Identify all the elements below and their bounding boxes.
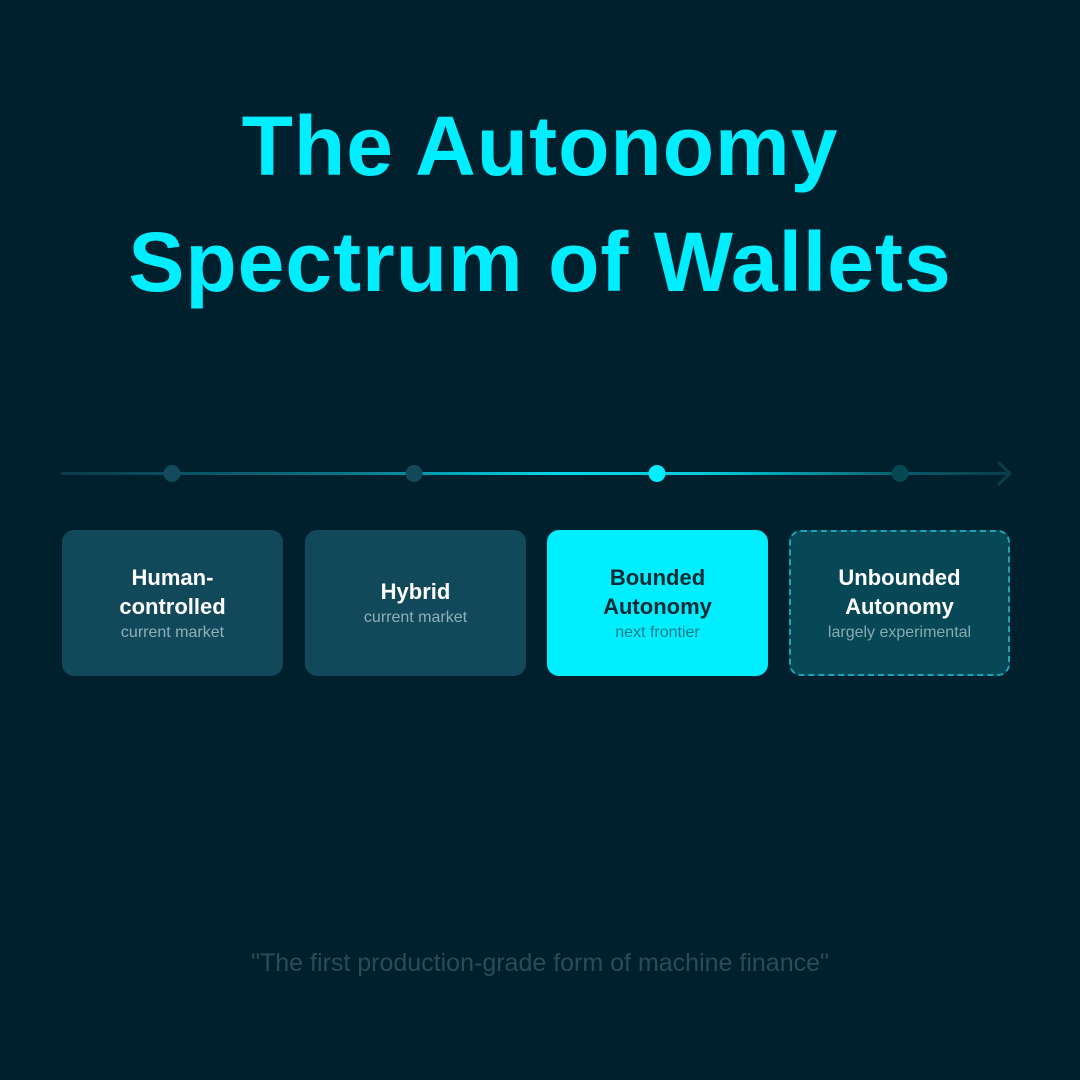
stage-name: Human- controlled [119,563,225,621]
timeline-marker-4 [891,465,909,482]
stage-name: Bounded Autonomy [603,563,712,621]
stage-note: next frontier [615,623,700,641]
stage-card-human-controlled: Human- controlled current market [62,530,283,676]
stage-note: current market [363,609,468,626]
footer-quote: "The first production-grade form of mach… [251,949,829,977]
stage-name-line-1: Human- [131,564,214,590]
stage-name: Unbounded Autonomy [838,563,960,621]
stage-card-bounded-autonomy: Bounded Autonomy next frontier [547,530,768,676]
timeline-graphic [60,461,1012,486]
stage-card-unbounded-autonomy: Unbounded Autonomy largely experimental [789,530,1010,676]
spectrum-timeline [60,460,1020,488]
stage-name-line-2: controlled [119,593,226,619]
timeline-marker-3-active [648,465,666,482]
page-title: The Autonomy Spectrum of Wallets [0,88,1080,320]
stage-note: current market [120,623,225,641]
arrow-right-icon [997,461,1012,486]
timeline-marker-1 [163,465,181,482]
stage-note: largely experimental [827,623,972,641]
stage-name-line-2: Autonomy [603,593,712,619]
stage-name-line-1: Unbounded [838,564,961,590]
title-line-1: The Autonomy [241,99,839,193]
title-line-2: Spectrum of Wallets [128,215,952,309]
timeline-marker-2 [405,465,423,482]
stage-name-line-1: Bounded [609,564,706,590]
stage-card-hybrid: Hybrid current market [305,530,526,676]
stage-name-line-2: Autonomy [845,593,954,619]
stage-cards: Human- controlled current market Hybrid … [62,530,1010,676]
stage-name: Hybrid [380,579,451,604]
